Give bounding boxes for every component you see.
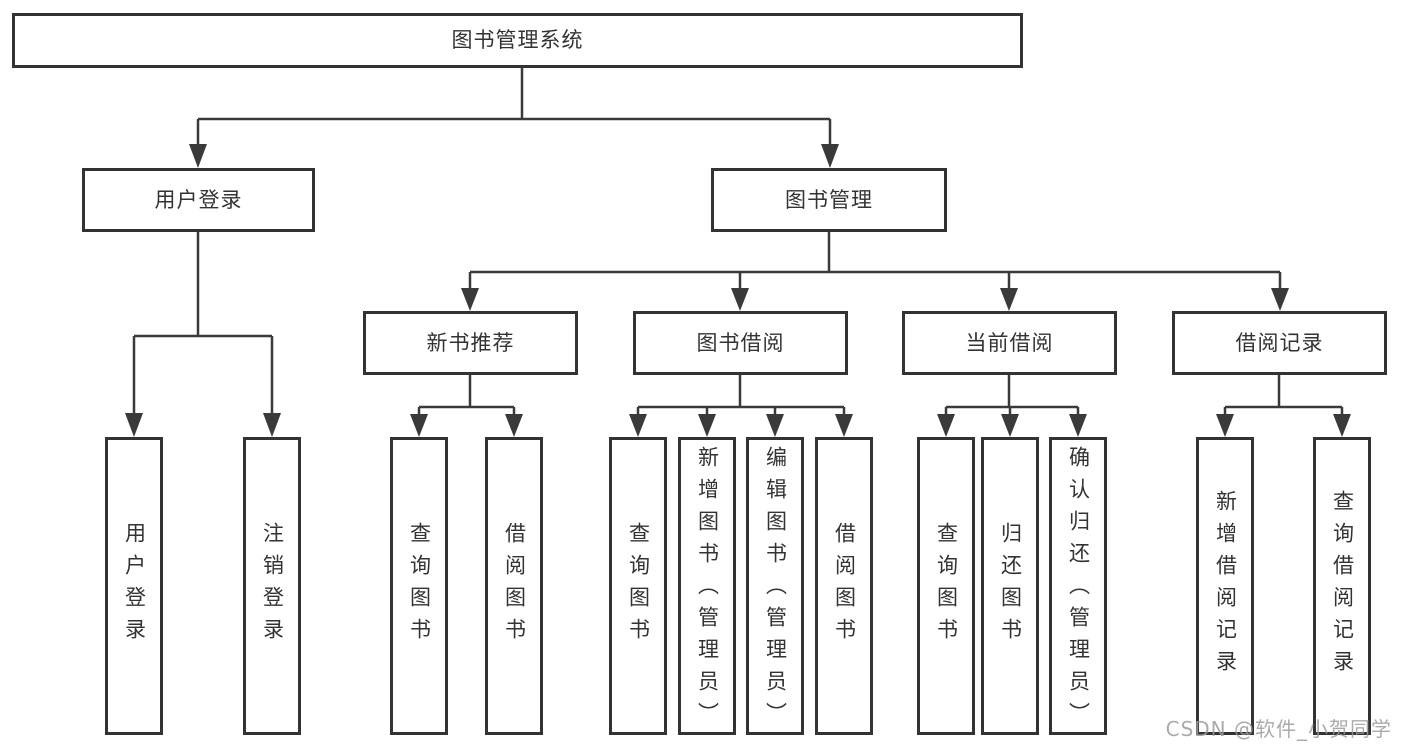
leaf-logout: 注销登录 [243, 437, 301, 735]
leaf-edit-book-admin: 编辑图书（管理员） [746, 437, 804, 735]
leaf-add-borrow-record: 新增借阅记录 [1196, 437, 1254, 735]
leaf-return-book: 归还图书 [981, 437, 1039, 735]
node-new-book-recommend: 新书推荐 [363, 311, 578, 375]
node-current-borrow: 当前借阅 [902, 311, 1117, 375]
leaf-query-borrow-record: 查询借阅记录 [1313, 437, 1371, 735]
node-root-library-system: 图书管理系统 [12, 13, 1023, 68]
node-book-management-group: 图书管理 [711, 168, 947, 232]
leaf-query-books-borrow: 查询图书 [609, 437, 667, 735]
node-user-login-group: 用户登录 [82, 168, 315, 232]
leaf-query-books-recommend: 查询图书 [390, 437, 448, 735]
leaf-borrow-books: 借阅图书 [815, 437, 873, 735]
leaf-borrow-books-recommend: 借阅图书 [485, 437, 543, 735]
watermark-text: CSDN @软件_小贺同学 [1165, 717, 1392, 741]
leaf-user-login: 用户登录 [105, 437, 163, 735]
leaf-add-book-admin: 新增图书（管理员） [678, 437, 736, 735]
node-borrow-record: 借阅记录 [1172, 311, 1387, 375]
leaf-confirm-return-admin: 确认归还（管理员） [1049, 437, 1107, 735]
node-book-borrow: 图书借阅 [633, 311, 848, 375]
leaf-query-books-current: 查询图书 [917, 437, 975, 735]
